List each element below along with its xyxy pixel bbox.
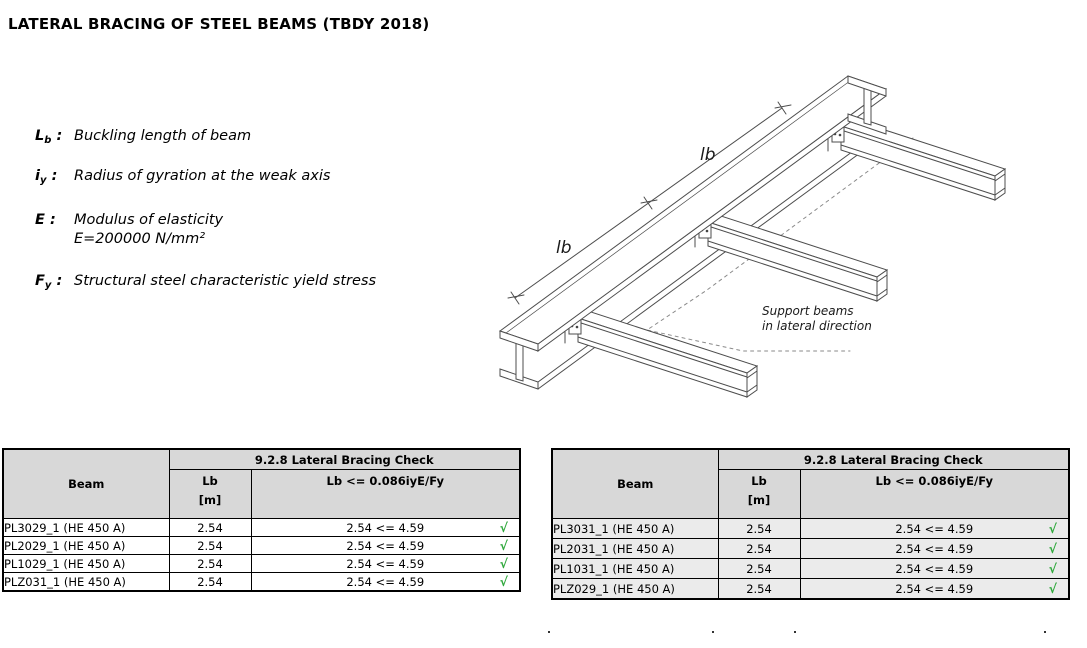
lb-value: 2.54 <box>717 578 801 600</box>
beam-name: PL3029_1 (HE 450 A) <box>2 518 170 537</box>
definition-fy: Fy : Structural steel characteristic yiel… <box>35 273 376 291</box>
table-row: PL1029_1 (HE 450 A) 2.54 2.54 <= 4.59 √ <box>2 554 521 573</box>
lb-value: 2.54 <box>717 558 801 579</box>
lb-value: 2.54 <box>717 518 801 539</box>
beam-name: PL2031_1 (HE 450 A) <box>551 538 719 559</box>
support-beam <box>827 118 1007 201</box>
main-beam <box>498 75 888 390</box>
dimension-line <box>507 101 792 305</box>
definition-desc: Buckling length of beam <box>74 128 252 144</box>
lb-label-lower: lb <box>556 238 572 258</box>
table-row: PL3031_1 (HE 450 A) 2.54 2.54 <= 4.59 √ <box>551 518 1070 539</box>
table-row: PLZ029_1 (HE 450 A) 2.54 2.54 <= 4.59 √ <box>551 578 1070 600</box>
col-header-check-group: 9.2.8 Lateral Bracing Check <box>717 448 1070 470</box>
definition-desc: Radius of gyration at the weak axis <box>74 168 331 184</box>
check-pass-icon: √ <box>499 555 508 571</box>
definition-iy: iy : Radius of gyration at the weak axis <box>35 168 330 186</box>
lb-value: 2.54 <box>168 536 252 555</box>
beam-name: PL1031_1 (HE 450 A) <box>551 558 719 579</box>
check-pass-icon: √ <box>499 519 508 535</box>
check-expression: 2.54 <= 4.59 <box>346 520 425 535</box>
lateral-bracing-table-right: Beam 9.2.8 Lateral Bracing Check Lb [m] … <box>551 448 1070 600</box>
beam-name: PLZ029_1 (HE 450 A) <box>551 578 719 600</box>
col-header-beam: Beam <box>2 448 170 519</box>
stray-dot <box>794 631 796 633</box>
support-beam <box>694 214 889 302</box>
lb-value: 2.54 <box>717 538 801 559</box>
table-row: PL2031_1 (HE 450 A) 2.54 2.54 <= 4.59 √ <box>551 538 1070 559</box>
col-header-formula: Lb <= 0.086iyE/Fy <box>799 469 1070 519</box>
lb-value: 2.54 <box>168 518 252 537</box>
definition-desc: Structural steel characteristic yield st… <box>74 273 377 289</box>
definition-desc: Modulus of elasticity <box>74 212 224 228</box>
check-expression: 2.54 <= 4.59 <box>895 581 974 596</box>
table-row: PL3029_1 (HE 450 A) 2.54 2.54 <= 4.59 √ <box>2 518 521 537</box>
check-expression: 2.54 <= 4.59 <box>895 561 974 576</box>
check-pass-icon: √ <box>1048 580 1057 596</box>
col-header-check-group: 9.2.8 Lateral Bracing Check <box>168 448 521 470</box>
check-expression: 2.54 <= 4.59 <box>895 521 974 536</box>
check-pass-icon: √ <box>1048 560 1057 576</box>
stray-dot <box>1044 631 1046 633</box>
col-header-beam: Beam <box>551 448 719 519</box>
page-title: LATERAL BRACING OF STEEL BEAMS (TBDY 201… <box>8 15 430 33</box>
col-header-lb: Lb [m] <box>717 469 801 519</box>
support-beam <box>564 310 759 398</box>
lb-value: 2.54 <box>168 554 252 573</box>
stray-dot <box>712 631 714 633</box>
beam-name: PLZ031_1 (HE 450 A) <box>2 572 170 592</box>
table-row: PL1031_1 (HE 450 A) 2.54 2.54 <= 4.59 √ <box>551 558 1070 579</box>
annotation-support-beams-line2: in lateral direction <box>762 319 872 333</box>
lateral-bracing-table-left: Beam 9.2.8 Lateral Bracing Check Lb [m] … <box>2 448 521 592</box>
stray-dot <box>548 631 550 633</box>
definition-term: iy : <box>35 168 58 186</box>
check-expression: 2.54 <= 4.59 <box>346 556 425 571</box>
definition-term: E : <box>35 212 56 228</box>
beam-name: PL1029_1 (HE 450 A) <box>2 554 170 573</box>
definition-e: E : Modulus of elasticity <box>35 212 223 230</box>
lb-value: 2.54 <box>168 572 252 592</box>
check-pass-icon: √ <box>499 537 508 553</box>
beam-name: PL3031_1 (HE 450 A) <box>551 518 719 539</box>
beam-name: PL2029_1 (HE 450 A) <box>2 536 170 555</box>
check-pass-icon: √ <box>1048 520 1057 536</box>
check-pass-icon: √ <box>1048 540 1057 556</box>
col-header-lb: Lb [m] <box>168 469 252 519</box>
check-expression: 2.54 <= 4.59 <box>346 538 425 553</box>
annotation-support-beams-line1: Support beams <box>762 304 854 318</box>
check-expression: 2.54 <= 4.59 <box>346 574 425 589</box>
check-expression: 2.54 <= 4.59 <box>895 541 974 556</box>
lb-label-upper: lb <box>700 145 716 165</box>
definition-term: Fy : <box>35 273 63 291</box>
col-header-formula: Lb <= 0.086iyE/Fy <box>250 469 521 519</box>
definition-term: Lb : <box>35 128 63 146</box>
table-row: PL2029_1 (HE 450 A) 2.54 2.54 <= 4.59 √ <box>2 536 521 555</box>
definition-lb: Lb : Buckling length of beam <box>35 128 251 146</box>
table-row: PLZ031_1 (HE 450 A) 2.54 2.54 <= 4.59 √ <box>2 572 521 592</box>
definition-e-value: E=200000 N/mm² <box>74 231 206 247</box>
check-pass-icon: √ <box>499 573 508 589</box>
